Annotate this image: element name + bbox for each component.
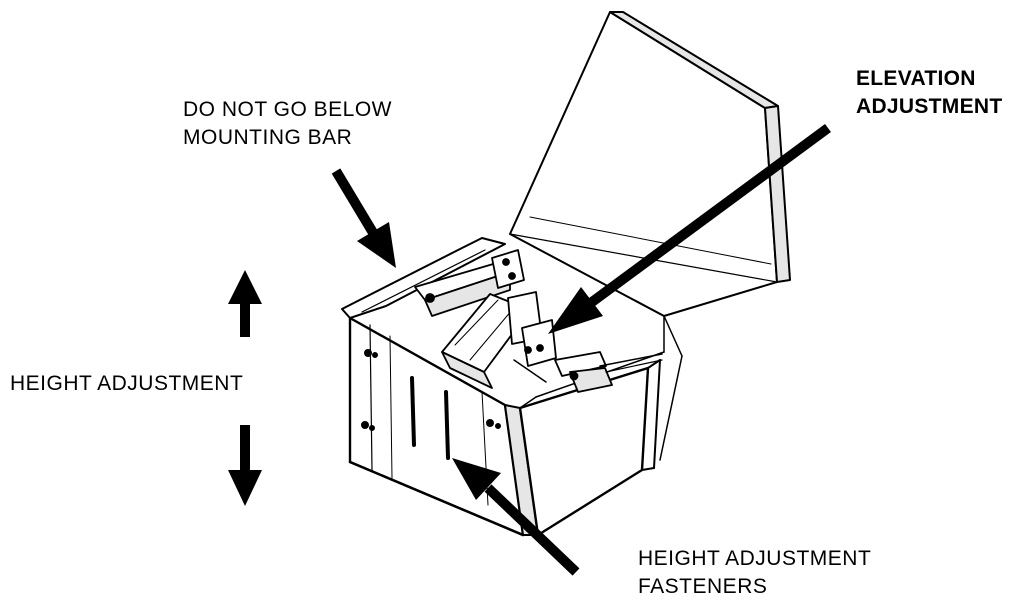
label-elevation-line2: ADJUSTMENT [856,95,1003,118]
label-height-adjustment: HEIGHT ADJUSTMENT [10,372,244,395]
mount-mechanism [414,249,663,393]
arrow-height-up [228,270,262,337]
arrow-fasteners [452,458,580,576]
arrow-height-down [228,425,262,506]
arrow-elevation [548,123,831,334]
label-mounting-bar: DO NOT GO BELOW MOUNTING BAR [183,96,392,152]
label-fasteners: HEIGHT ADJUSTMENT FASTENERS [638,545,871,601]
label-mounting-bar-line2: MOUNTING BAR [183,126,353,149]
label-elevation-line1: ELEVATION [856,67,976,90]
label-fasteners-line1: HEIGHT ADJUSTMENT [638,547,872,570]
label-mounting-bar-line1: DO NOT GO BELOW [183,98,392,121]
label-fasteners-line2: FASTENERS [638,575,768,598]
arrow-mounting-bar [331,168,396,268]
label-elevation: ELEVATION ADJUSTMENT [856,65,1003,121]
back-panel [509,11,791,317]
